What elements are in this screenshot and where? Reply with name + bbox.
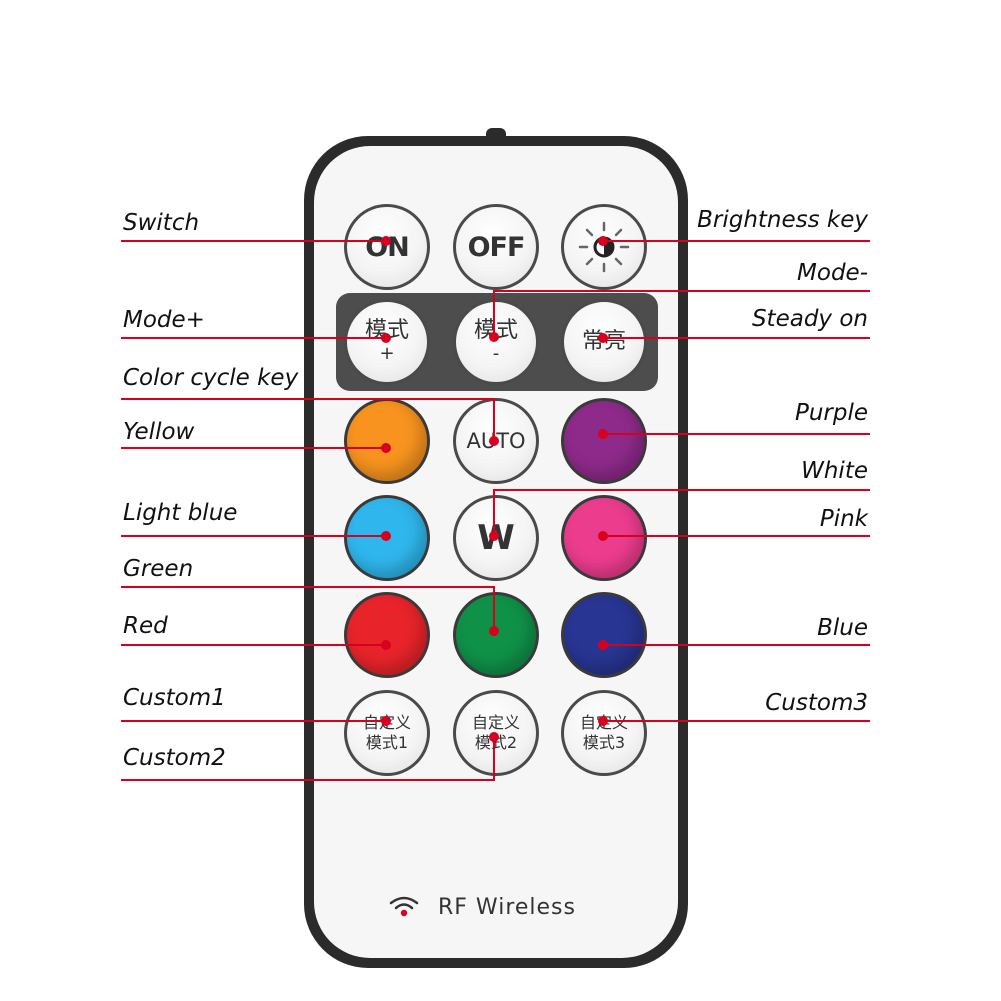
leader-white	[493, 489, 870, 536]
dot-custom2	[489, 732, 499, 742]
callout-switch: Switch	[123, 210, 200, 236]
callout-color-cycle: Color cycle key	[123, 365, 299, 391]
dot-brightness	[598, 236, 608, 246]
dot-custom3	[598, 716, 608, 726]
yellow-button[interactable]	[344, 398, 430, 484]
dot-blue	[598, 640, 608, 650]
callout-red: Red	[123, 613, 168, 639]
blue-button[interactable]	[561, 592, 647, 678]
brightness-button[interactable]	[561, 204, 647, 290]
callout-custom3: Custom3	[765, 690, 868, 716]
dot-steady-on	[598, 333, 608, 343]
dot-color-cycle	[489, 436, 499, 446]
callout-blue: Blue	[817, 615, 868, 641]
dot-mode-plus	[381, 333, 391, 343]
custom2-top-label: 自定义	[471, 713, 520, 732]
callout-custom1: Custom1	[123, 685, 226, 711]
callout-green: Green	[123, 556, 194, 582]
dot-white	[489, 531, 499, 541]
mode-minus-button[interactable]: 模式 -	[453, 299, 539, 385]
leader-custom2	[121, 737, 495, 781]
mode-plus-sign: +	[379, 343, 395, 365]
custom2-button[interactable]: 自定义 模式2	[453, 690, 539, 776]
custom3-button[interactable]: 自定义 模式3	[561, 690, 647, 776]
callout-pink: Pink	[819, 506, 868, 532]
rf-wireless-footer: RF Wireless	[388, 894, 576, 920]
callout-mode-plus: Mode+	[123, 307, 205, 333]
custom1-bottom-label: 模式1	[365, 733, 409, 752]
dot-switch	[381, 236, 391, 246]
red-button[interactable]	[344, 592, 430, 678]
callout-light-blue: Light blue	[123, 500, 238, 526]
off-button-label: OFF	[467, 231, 526, 263]
purple-button[interactable]	[561, 398, 647, 484]
white-button[interactable]: W	[453, 495, 539, 581]
custom2-bottom-label: 模式2	[474, 733, 518, 752]
leader-green	[121, 586, 495, 631]
mode-minus-sign: -	[492, 343, 500, 365]
dot-red	[381, 640, 391, 650]
callout-yellow: Yellow	[123, 419, 195, 445]
wifi-icon	[389, 896, 419, 917]
dot-yellow	[381, 443, 391, 453]
dot-mode-minus	[489, 332, 499, 342]
dot-green	[489, 626, 499, 636]
dot-purple	[598, 429, 608, 439]
rf-wireless-text: RF Wireless	[438, 894, 576, 920]
dot-custom1	[381, 716, 391, 726]
dot-light-blue	[381, 531, 391, 541]
pink-button[interactable]	[561, 495, 647, 581]
leader-color-cycle	[121, 398, 495, 441]
dot-pink	[598, 531, 608, 541]
off-button[interactable]: OFF	[453, 204, 539, 290]
callout-brightness: Brightness key	[697, 207, 868, 233]
callout-purple: Purple	[794, 400, 868, 426]
callout-white: White	[801, 458, 868, 484]
on-button[interactable]: ON	[344, 204, 430, 290]
callout-custom2: Custom2	[123, 745, 226, 771]
auto-button[interactable]: AUTO	[453, 398, 539, 484]
custom1-button[interactable]: 自定义 模式1	[344, 690, 430, 776]
callout-mode-minus: Mode-	[797, 260, 868, 286]
callout-steady-on: Steady on	[751, 306, 868, 332]
leader-mode-minus	[493, 290, 870, 337]
custom3-bottom-label: 模式3	[582, 733, 626, 752]
